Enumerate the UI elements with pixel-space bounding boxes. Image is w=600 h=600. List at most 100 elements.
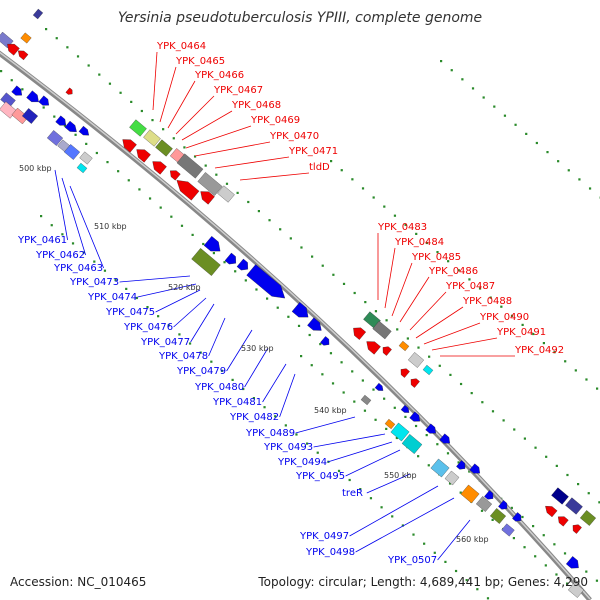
track-dot: [557, 160, 560, 163]
forward-gene: [246, 264, 286, 299]
forward-gene-shape: [425, 423, 437, 434]
track-dot: [191, 233, 194, 236]
track-dot: [417, 346, 420, 349]
light-blue-gene-shape: [430, 458, 450, 478]
leader-line: [137, 283, 197, 298]
reverse-gene-shape: [545, 505, 558, 518]
cyan-gene-shape: [422, 364, 434, 376]
track-dot: [170, 215, 173, 218]
track-dot: [306, 442, 309, 445]
track-dot: [66, 46, 69, 49]
track-dot: [364, 301, 367, 304]
track-dot: [532, 525, 535, 528]
kbp-label: 560 kbp: [456, 535, 489, 544]
green-dotted-tracks: [0, 28, 600, 600]
gene-label-ypk-0494: YPK_0494: [277, 457, 327, 468]
gene-label-ypk-0493: YPK_0493: [263, 442, 313, 453]
light-grey-gene: [217, 185, 235, 203]
track-dot: [225, 182, 229, 185]
gene-label-ypk-0465: YPK_0465: [175, 56, 225, 67]
grey-gene: [444, 470, 460, 486]
track-dot: [215, 173, 218, 176]
forward-gene-shape: [203, 236, 221, 252]
forward-gene: [55, 115, 67, 126]
reverse-gene-shape: [382, 346, 392, 356]
forward-gene-shape: [498, 500, 508, 510]
leader-line: [345, 449, 401, 477]
forward-gene: [26, 90, 39, 103]
grey-gene: [176, 153, 204, 179]
leader-line: [384, 247, 396, 309]
forward-gene-shape: [565, 556, 579, 569]
track-dot: [212, 252, 215, 255]
reverse-gene: [7, 43, 20, 56]
track-dot: [454, 569, 458, 573]
leader-line: [119, 275, 191, 283]
grey-gene: [360, 394, 372, 406]
track-dot: [465, 579, 468, 582]
track-dot: [361, 379, 364, 382]
forward-gene-shape: [400, 404, 410, 413]
track-dot: [223, 261, 226, 264]
track-dot: [71, 242, 75, 245]
forward-gene: [409, 411, 421, 422]
grey-gene-shape: [372, 320, 392, 340]
olive-gene: [191, 248, 221, 276]
track-dot: [127, 179, 130, 182]
track-dot: [598, 501, 600, 504]
track-dot: [523, 546, 526, 549]
track-dot: [321, 264, 324, 267]
navy-gene: [565, 497, 583, 515]
orange-gene-shape: [20, 32, 32, 44]
track-dot: [266, 297, 269, 300]
track-dot: [316, 451, 319, 454]
track-dot: [585, 570, 588, 573]
track-dot: [503, 114, 507, 117]
track-dot: [157, 315, 160, 318]
gene-label-ypk-0475: YPK_0475: [105, 307, 155, 318]
map-title: Yersinia pseudotuberculosis YPIII, compl…: [117, 10, 483, 26]
gene-label-ypk-0480: YPK_0480: [194, 382, 244, 393]
reverse-gene: [545, 505, 558, 518]
olive-gene-shape: [155, 139, 173, 157]
track-dot: [242, 387, 245, 391]
reverse-gene: [17, 50, 29, 61]
track-dot: [535, 141, 538, 145]
track-dot: [423, 542, 426, 545]
forward-gene-shape: [469, 463, 481, 474]
track-dot: [340, 361, 343, 364]
gene-label-ypk-0487: YPK_0487: [445, 281, 495, 292]
track-dot: [287, 315, 290, 318]
track-dot: [563, 552, 567, 555]
track-dot: [446, 452, 450, 455]
track-dot: [396, 328, 399, 331]
track-dot: [342, 282, 346, 285]
track-dot: [231, 378, 234, 381]
track-dot: [438, 364, 441, 367]
track-dot: [319, 343, 322, 346]
track-dot: [566, 582, 569, 585]
track-dot: [234, 270, 237, 273]
grey-gene-shape: [444, 470, 460, 486]
track-dot: [210, 360, 213, 363]
track-dot: [544, 564, 547, 567]
cyan-gene: [76, 162, 88, 174]
forward-gene: [236, 258, 248, 271]
track-dot: [555, 573, 558, 576]
track-dot: [308, 333, 311, 337]
gene-label-ypk-0495: YPK_0495: [295, 471, 345, 482]
gene-label-ypk-0490: YPK_0490: [479, 312, 529, 323]
reverse-gene: [366, 341, 381, 355]
track-dot: [553, 351, 556, 354]
gene-label-ypk-0473: YPK_0473: [69, 277, 119, 288]
track-dot: [50, 224, 53, 227]
cyan-gene-shape: [390, 422, 410, 442]
forward-gene: [78, 125, 90, 136]
track-dot: [595, 579, 599, 582]
track-dot: [542, 534, 545, 537]
track-dot: [406, 337, 409, 340]
track-dot: [274, 415, 277, 418]
track-dot: [478, 287, 482, 290]
reverse-gene-shape: [169, 170, 181, 181]
